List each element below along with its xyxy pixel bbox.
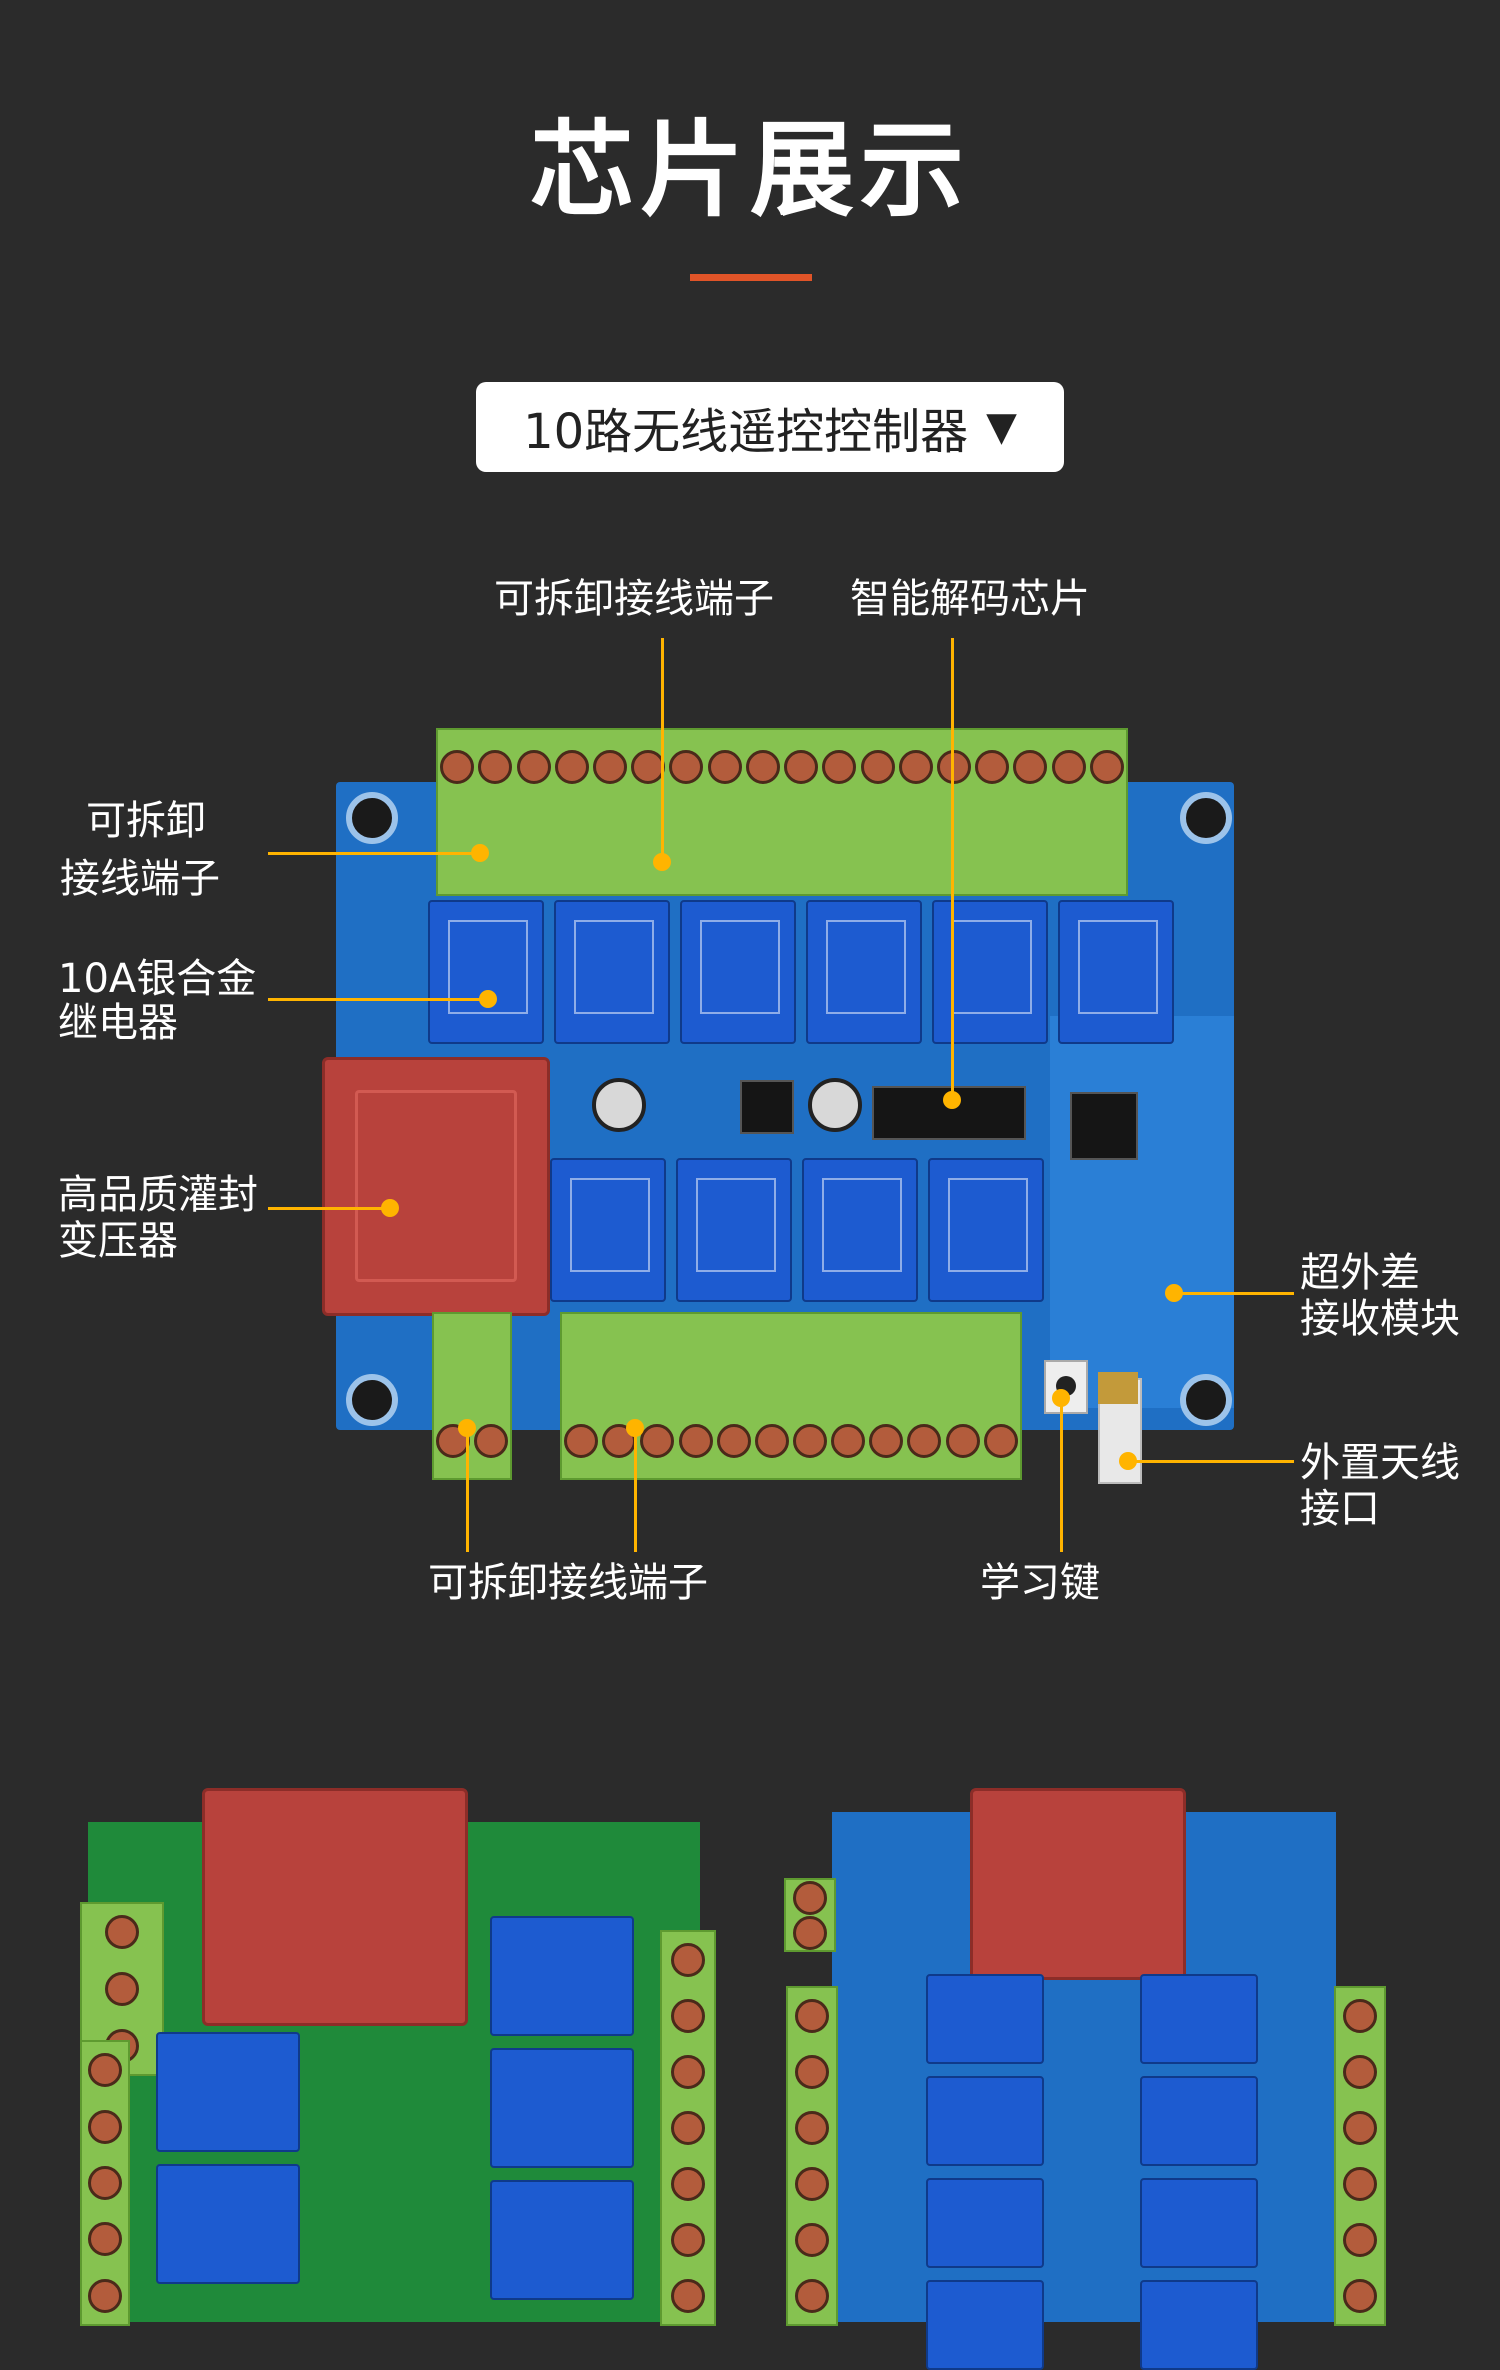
relay <box>490 1916 634 2036</box>
mount-hole <box>1180 1374 1232 1426</box>
inductor <box>740 1080 794 1134</box>
relay-row-upper <box>428 900 1174 1044</box>
relay <box>156 2164 300 2284</box>
relay <box>1140 2178 1258 2268</box>
relay-column <box>156 2032 300 2284</box>
relay <box>928 1158 1044 1302</box>
relay <box>926 2076 1044 2166</box>
label-receiver-1: 超外差 <box>1300 1250 1420 1296</box>
relay-row-lower <box>550 1158 1044 1302</box>
potted-transformer <box>322 1057 550 1316</box>
mount-hole <box>346 1374 398 1426</box>
relay <box>490 2180 634 2300</box>
label-terminal-bottom: 可拆卸接线端子 <box>428 1560 708 1606</box>
relay <box>490 2048 634 2168</box>
label-terminal-left-2: 接线端子 <box>60 856 220 902</box>
label-transformer-2: 变压器 <box>58 1218 178 1264</box>
relay <box>676 1158 792 1302</box>
relay <box>802 1158 918 1302</box>
relay <box>680 900 796 1044</box>
label-decode-chip: 智能解码芯片 <box>850 576 1090 622</box>
power-terminal-block <box>432 1312 512 1480</box>
terminal-block <box>786 1986 838 2326</box>
relay <box>806 900 922 1044</box>
relay <box>156 2032 300 2152</box>
callout-dot <box>653 853 671 871</box>
relay <box>932 900 1048 1044</box>
top-terminal-block <box>436 728 1128 896</box>
product-selector[interactable]: 10路无线遥控控制器 ▼ <box>476 382 1064 472</box>
antenna-connector-head <box>1098 1372 1138 1404</box>
label-antenna-1: 外置天线 <box>1300 1440 1460 1486</box>
label-receiver-2: 接收模块 <box>1300 1296 1460 1342</box>
relay-column <box>926 1974 1044 2370</box>
callout-line <box>268 1207 390 1210</box>
capacitor <box>808 1078 862 1132</box>
callout-line <box>268 852 480 855</box>
relay-column <box>1140 1974 1258 2370</box>
label-antenna-2: 接口 <box>1300 1486 1380 1532</box>
callout-dot <box>626 1419 644 1437</box>
callout-line <box>634 1428 637 1552</box>
relay <box>926 2178 1044 2268</box>
mount-hole <box>346 792 398 844</box>
callout-line <box>661 638 664 862</box>
relay <box>550 1158 666 1302</box>
terminal-block <box>1334 1986 1386 2326</box>
callout-line <box>466 1428 469 1552</box>
terminal-block <box>660 1930 716 2326</box>
terminal-block <box>80 2040 130 2326</box>
product-selector-label: 10路无线遥控控制器 <box>523 404 969 460</box>
transformer <box>970 1788 1186 1980</box>
callout-dot <box>1052 1389 1070 1407</box>
page-title: 芯片展示 <box>529 109 970 231</box>
label-relay-1: 10A银合金 <box>58 956 257 1002</box>
label-terminal-top: 可拆卸接线端子 <box>494 576 774 622</box>
label-learn-key: 学习键 <box>980 1560 1100 1606</box>
callout-dot <box>1165 1284 1183 1302</box>
relay <box>1140 2280 1258 2370</box>
callout-dot <box>458 1419 476 1437</box>
bottom-terminal-block <box>560 1312 1022 1480</box>
capacitor <box>592 1078 646 1132</box>
callout-dot <box>479 990 497 1008</box>
relay <box>1140 1974 1258 2064</box>
relay <box>1140 2076 1258 2166</box>
callout-dot <box>943 1091 961 1109</box>
relay <box>926 2280 1044 2370</box>
mcu-chip <box>1070 1092 1138 1160</box>
callout-line <box>1128 1460 1294 1463</box>
relay <box>554 900 670 1044</box>
transformer <box>202 1788 468 2026</box>
label-terminal-left-1: 可拆卸 <box>86 798 206 844</box>
learn-button <box>1044 1360 1088 1414</box>
callout-line <box>951 638 954 1100</box>
callout-dot <box>381 1199 399 1217</box>
callout-line <box>1060 1398 1063 1552</box>
label-relay-2: 继电器 <box>58 1000 178 1046</box>
terminal-block <box>784 1878 836 1952</box>
callout-dot <box>1119 1452 1137 1470</box>
chevron-down-icon: ▼ <box>986 404 1017 450</box>
receiver-board-area <box>1050 1016 1234 1408</box>
relay <box>1058 900 1174 1044</box>
callout-dot <box>471 844 489 862</box>
label-transformer-1: 高品质灌封 <box>58 1172 258 1218</box>
mount-hole <box>1180 792 1232 844</box>
relay <box>926 1974 1044 2064</box>
title-underline <box>690 274 812 281</box>
callout-line <box>268 998 488 1001</box>
callout-line <box>1174 1292 1294 1295</box>
relay <box>428 900 544 1044</box>
relay-column <box>490 1916 634 2300</box>
